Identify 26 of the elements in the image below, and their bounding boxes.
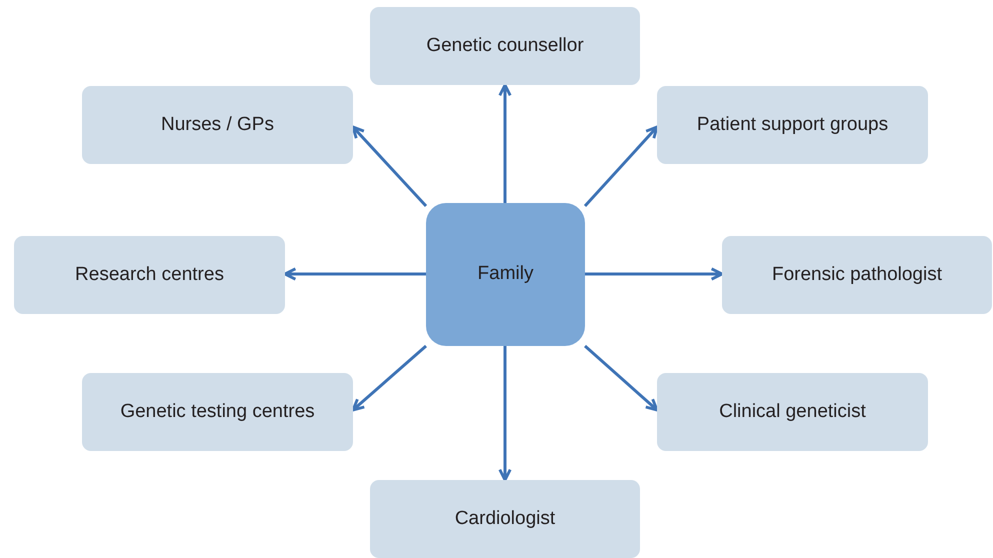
node-label: Clinical geneticist — [719, 400, 866, 424]
recipient-box — [14, 236, 285, 314]
arrow — [284, 267, 426, 281]
recipient-box — [370, 7, 640, 85]
arrow — [585, 267, 724, 281]
arrow — [584, 126, 658, 208]
node-label: Genetic testing centres — [120, 400, 315, 424]
node-label: Family — [478, 262, 534, 286]
node-label: Research centres — [75, 262, 224, 287]
arrow — [498, 346, 512, 482]
recipient-box — [82, 86, 353, 164]
recipient-box — [370, 480, 640, 558]
node-label: Patient support groups — [696, 112, 888, 137]
node-label: Cardiologist — [454, 506, 556, 531]
arrow — [352, 126, 428, 208]
node-label: Genetic counsellor — [426, 34, 584, 58]
arrow — [498, 84, 512, 203]
recipient-box — [657, 86, 928, 164]
node-label: Forensic pathologist — [772, 262, 942, 287]
arrow — [584, 344, 658, 412]
arrow — [352, 344, 427, 412]
central-box — [426, 203, 585, 346]
recipient-box — [657, 373, 928, 451]
recipient-box — [82, 373, 353, 451]
recipient-box — [722, 236, 992, 314]
node-label: Nurses / GPs — [161, 112, 274, 137]
